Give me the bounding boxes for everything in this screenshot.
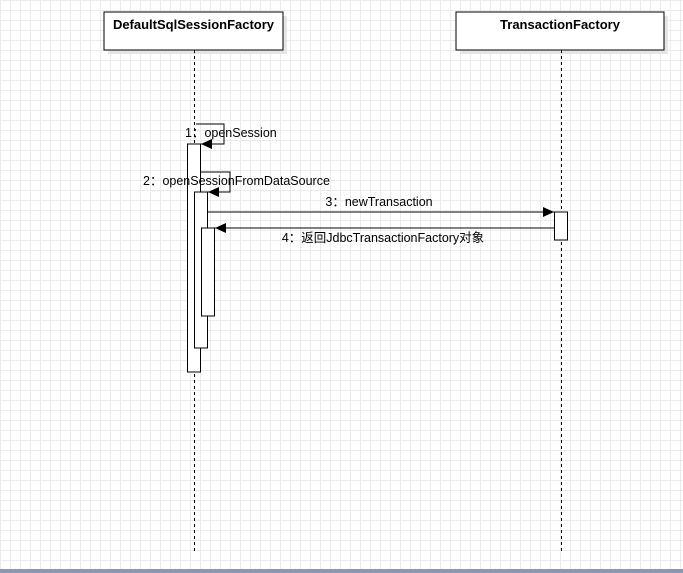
activation-bar-3 — [201, 227, 215, 317]
participant-transaction-factory[interactable]: TransactionFactory — [455, 11, 668, 54]
message-label: 1：openSession — [185, 126, 277, 140]
message-label: 4：返回JdbcTransactionFactory对象 — [282, 231, 484, 245]
message-label: 3：newTransaction — [325, 195, 432, 209]
activation-bar-transaction — [554, 211, 568, 241]
participant-default-sql-session-factory[interactable]: DefaultSqlSessionFactory — [103, 11, 287, 54]
message-new-transaction[interactable]: 3：newTransaction — [208, 195, 554, 217]
message-open-session-from-data-source[interactable]: 2：openSessionFromDataSource — [143, 171, 330, 197]
participant-label: DefaultSqlSessionFactory — [113, 17, 275, 32]
message-label: 2：openSessionFromDataSource — [143, 174, 330, 188]
message-return-transaction-factory[interactable]: 4：返回JdbcTransactionFactory对象 — [215, 223, 554, 245]
bottom-border — [0, 569, 683, 573]
message-open-session[interactable]: 1：openSession — [185, 123, 277, 149]
participant-label: TransactionFactory — [500, 17, 621, 32]
